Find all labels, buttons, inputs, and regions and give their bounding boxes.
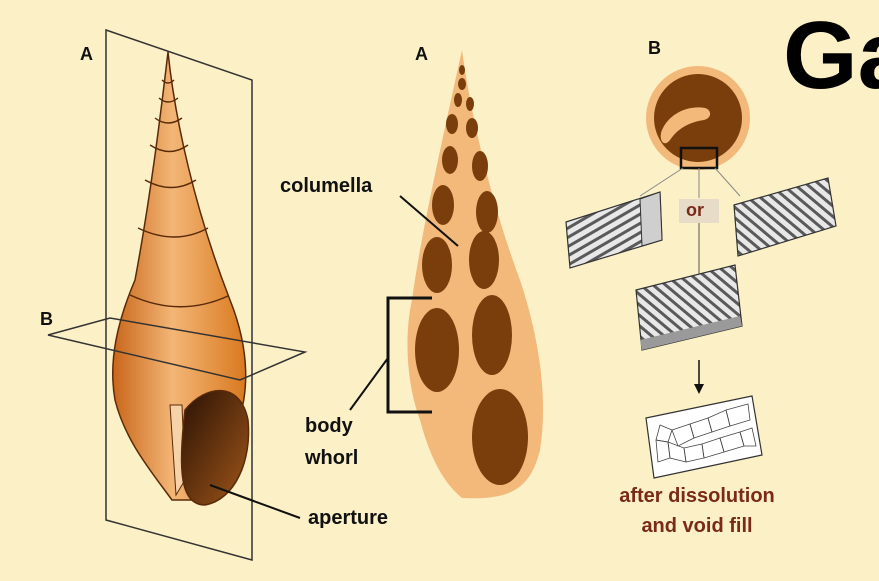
- label-columella: columella: [280, 175, 373, 197]
- caption-void-fill: and void fill: [641, 515, 752, 537]
- body-whorl-leader-line: [350, 358, 388, 410]
- caption-after-dissolution: after dissolution: [619, 485, 775, 507]
- label-body: body: [305, 415, 354, 437]
- label-or: or: [686, 200, 704, 220]
- shell-3d-group: [48, 30, 305, 560]
- label-aperture: aperture: [308, 507, 388, 529]
- label-plane-b-left: B: [40, 309, 53, 329]
- aperture-leader-line: [210, 485, 300, 518]
- label-panel-a-mid: A: [415, 44, 428, 64]
- label-plane-a-left: A: [80, 44, 93, 64]
- label-whorl: whorl: [304, 447, 358, 469]
- microstructure-block-right: [734, 178, 836, 256]
- shell-section-group: [350, 50, 543, 498]
- cross-section-group: [566, 66, 836, 478]
- void-fill-block: [646, 396, 762, 478]
- label-panel-b-right: B: [648, 38, 661, 58]
